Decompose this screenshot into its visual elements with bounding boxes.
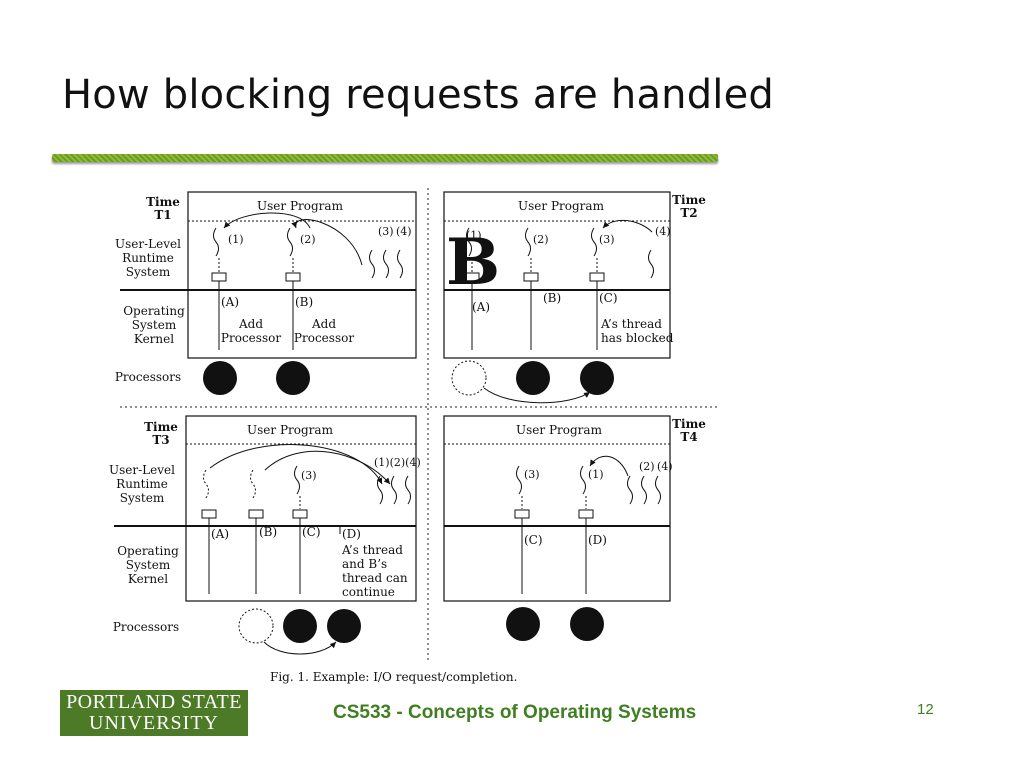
panel-t1: Time T1 User Program (1) (2) (3) (4) (A)… (120, 191, 417, 395)
logo-line1: PORTLAND STATE (66, 691, 242, 713)
thread-label: (2) (639, 460, 655, 473)
label-system: System (120, 491, 165, 505)
thread-label: (4) (657, 460, 673, 473)
time-label: Time (672, 193, 706, 207)
processor-icon (203, 361, 237, 395)
processor-icon (580, 361, 614, 395)
thread-label: (3) (524, 468, 540, 481)
time-value: T2 (680, 206, 697, 220)
overlay-letter: B (446, 225, 500, 300)
panel-t3: Time T3 User Program (3) (1)(2)(4) (A) (… (114, 415, 421, 655)
kernel-note: A’s thread (600, 317, 662, 331)
kernel-label: (A) (472, 300, 490, 314)
processor-icon (506, 607, 540, 641)
label-os-system: System (132, 318, 177, 332)
label-kernel: Kernel (134, 332, 174, 346)
slide-title: How blocking requests are handled (62, 72, 775, 118)
user-program-label: User Program (257, 199, 344, 213)
processor-icon (451, 360, 487, 396)
processor-icon (276, 361, 310, 395)
label-runtime: Runtime (122, 251, 174, 265)
kernel-note: Add (238, 317, 263, 331)
figure-caption: Fig. 1. Example: I/O request/completion. (270, 670, 518, 684)
kernel-label: (A) (211, 527, 229, 541)
thread-label: (1) (228, 233, 244, 246)
thread-label: (4) (655, 225, 671, 238)
psu-logo: PORTLAND STATE UNIVERSITY (60, 690, 248, 736)
label-processors: Processors (113, 620, 179, 634)
time-label: Time (144, 420, 178, 434)
kernel-label: (D) (342, 527, 361, 541)
label-os-system: System (126, 558, 171, 572)
kernel-label: (A) (221, 295, 239, 309)
kernel-label: (B) (259, 525, 277, 539)
label-system: System (126, 265, 171, 279)
time-label: Time (672, 417, 706, 431)
user-program-label: User Program (247, 423, 334, 437)
panel-t2: User Program Time T2 (1) (2) (3) (4) B (… (443, 191, 706, 404)
label-user-level: User-Level (115, 237, 181, 251)
thread-label: (1) (466, 229, 482, 242)
page-number: 12 (917, 701, 934, 718)
time-value: T3 (152, 433, 169, 447)
kernel-note: Processor (294, 331, 354, 345)
panel-t4: User Program Time T4 (3) (1) (2) (4) (C)… (443, 415, 706, 641)
thread-label: (3) (301, 469, 317, 482)
kernel-label: (C) (524, 533, 543, 547)
user-program-label: User Program (518, 199, 605, 213)
kernel-note: continue (342, 585, 395, 599)
kernel-note: Add (311, 317, 336, 331)
processor-icon (570, 607, 604, 641)
io-request-figure: User-Level Runtime System Operating Syst… (109, 188, 718, 660)
time-value: T4 (680, 430, 697, 444)
title-underline (52, 154, 718, 162)
thread-label: (1) (588, 468, 604, 481)
kernel-label: (B) (543, 291, 561, 305)
kernel-label: (D) (588, 533, 607, 547)
label-operating: Operating (123, 304, 185, 318)
label-kernel: Kernel (128, 572, 168, 586)
kernel-note: and B’s (342, 557, 387, 571)
kernel-note: A’s thread (341, 543, 403, 557)
label-runtime: Runtime (116, 477, 168, 491)
label-operating: Operating (117, 544, 179, 558)
thread-label: (3) (599, 233, 615, 246)
time-value: T1 (154, 208, 171, 222)
label-processors: Processors (115, 370, 181, 384)
logo-line2: UNIVERSITY (89, 712, 219, 734)
row-labels-bottom: User-Level Runtime System Operating Syst… (109, 463, 179, 634)
thread-label: (4) (396, 225, 412, 238)
kernel-note: thread can (342, 571, 408, 585)
processor-icon (283, 609, 317, 643)
kernel-note: has blocked (601, 331, 674, 345)
kernel-note: Processor (221, 331, 281, 345)
row-labels-top: User-Level Runtime System Operating Syst… (115, 237, 185, 384)
thread-label: (2) (533, 233, 549, 246)
time-label: Time (146, 195, 180, 209)
thread-label: (1)(2)(4) (374, 456, 421, 469)
kernel-label: (B) (295, 295, 313, 309)
thread-label: (2) (300, 233, 316, 246)
processor-icon (238, 608, 274, 644)
label-user-level: User-Level (109, 463, 175, 477)
kernel-label: (C) (599, 291, 618, 305)
kernel-label: (C) (302, 525, 321, 539)
thread-label: (3) (378, 225, 394, 238)
user-program-label: User Program (516, 423, 603, 437)
footer-course-title: CS533 - Concepts of Operating Systems (333, 702, 697, 723)
processor-icon (327, 609, 361, 643)
processor-icon (516, 361, 550, 395)
